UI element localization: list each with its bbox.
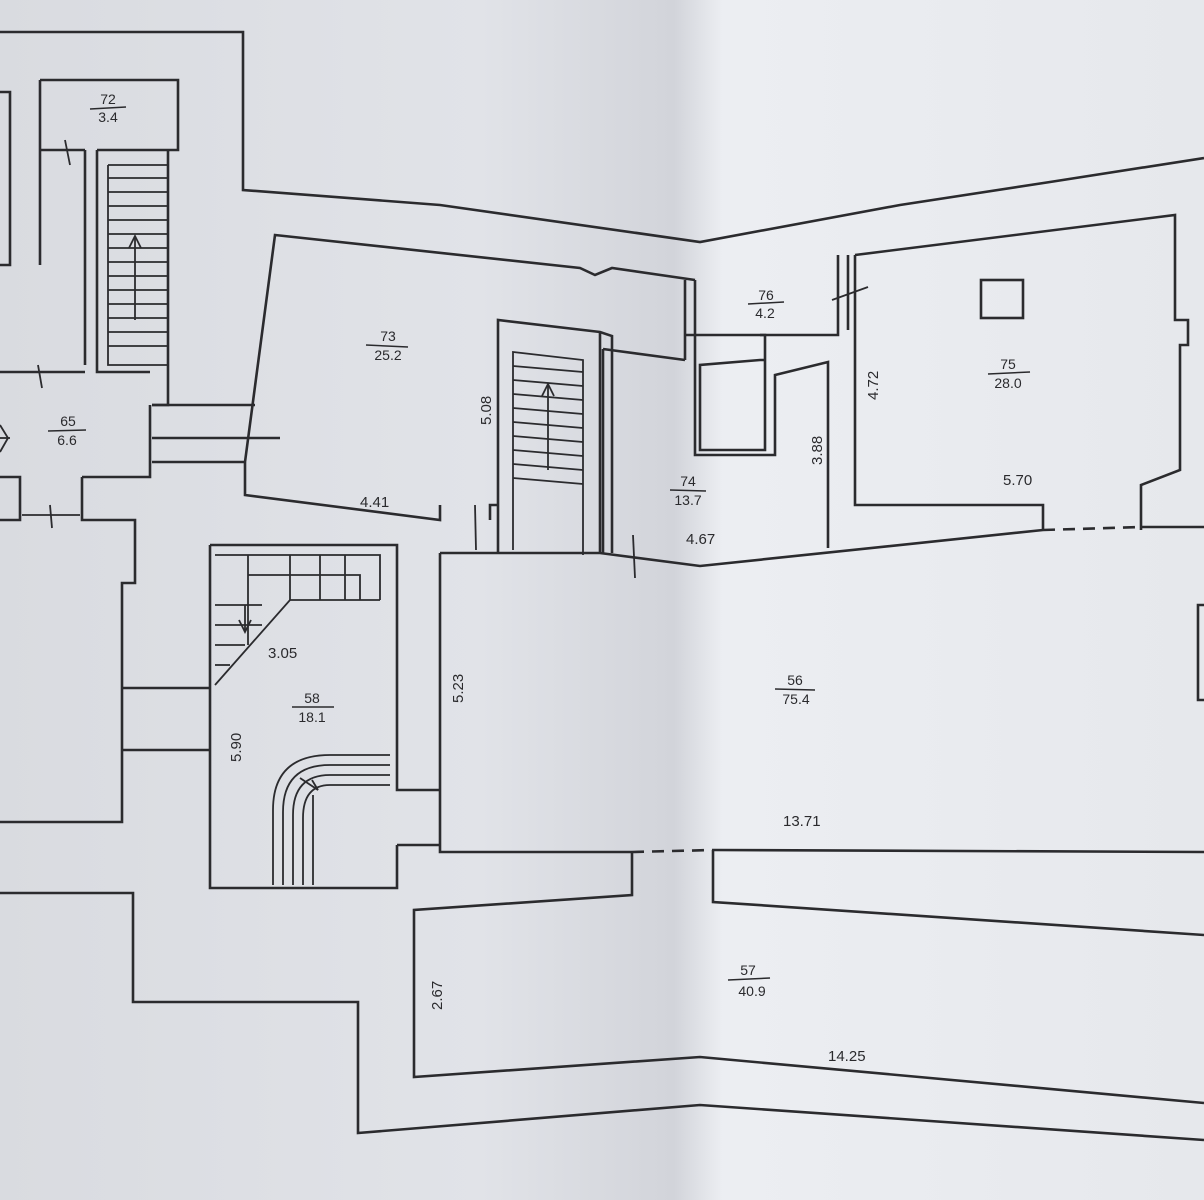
svg-text:76: 76 <box>758 287 774 303</box>
svg-text:56: 56 <box>787 672 803 688</box>
svg-text:18.1: 18.1 <box>298 709 325 725</box>
dimension-4-41: 4.41 <box>360 494 389 511</box>
dimension-4-67: 4.67 <box>686 531 715 548</box>
stair-left <box>107 164 169 366</box>
room-labels: 72 3.4 65 6.6 73 25.2 76 4.2 75 28.0 74 … <box>47 91 1031 999</box>
svg-text:13.7: 13.7 <box>674 492 701 508</box>
svg-text:65: 65 <box>60 413 76 429</box>
room-label-74: 74 13.7 <box>669 473 707 508</box>
building-outline <box>0 30 1204 1142</box>
room-57-walls <box>412 850 1204 1105</box>
svg-text:4.2: 4.2 <box>755 305 775 321</box>
left-wing-walls <box>0 78 280 824</box>
dimension-labels: 5.08 4.41 4.72 5.70 3.88 4.67 3.05 5.90 … <box>228 371 1032 1065</box>
dimension-5-90: 5.90 <box>228 733 245 762</box>
dimension-2-67: 2.67 <box>429 981 446 1010</box>
room-label-56: 56 75.4 <box>774 672 816 707</box>
svg-text:6.6: 6.6 <box>57 432 77 448</box>
dimension-13-71: 13.71 <box>783 813 821 830</box>
stair-58 <box>214 554 390 885</box>
svg-text:40.9: 40.9 <box>738 983 765 999</box>
room-73-walls <box>243 233 696 551</box>
dimension-5-23: 5.23 <box>450 674 467 703</box>
svg-text:75: 75 <box>1000 356 1016 372</box>
room-58-walls <box>122 543 440 890</box>
svg-text:72: 72 <box>100 91 116 107</box>
svg-text:57: 57 <box>740 962 756 978</box>
room-label-72: 72 3.4 <box>89 91 127 125</box>
dimension-5-70: 5.70 <box>1003 472 1032 489</box>
svg-text:75.4: 75.4 <box>782 691 809 707</box>
dimension-5-08: 5.08 <box>478 396 495 425</box>
room-label-58: 58 18.1 <box>292 690 334 725</box>
dimension-3-05: 3.05 <box>268 645 297 662</box>
svg-text:73: 73 <box>380 328 396 344</box>
svg-text:74: 74 <box>680 473 696 489</box>
central-core-walls <box>496 255 869 579</box>
room-label-57: 57 40.9 <box>727 962 771 999</box>
room-label-73: 73 25.2 <box>365 328 409 363</box>
svg-text:28.0: 28.0 <box>994 375 1021 391</box>
room-56-walls <box>438 525 1204 854</box>
room-label-75: 75 28.0 <box>987 356 1031 391</box>
dimension-3-88: 3.88 <box>809 436 826 465</box>
room-label-65: 65 6.6 <box>47 413 87 448</box>
room-75-walls <box>846 213 1190 530</box>
svg-text:25.2: 25.2 <box>374 347 401 363</box>
room-label-76: 76 4.2 <box>747 287 785 321</box>
svg-text:58: 58 <box>304 690 320 706</box>
dimension-4-72: 4.72 <box>865 371 882 400</box>
dimension-14-25: 14.25 <box>828 1048 866 1065</box>
svg-text:3.4: 3.4 <box>98 109 118 125</box>
stair-central <box>512 350 584 555</box>
